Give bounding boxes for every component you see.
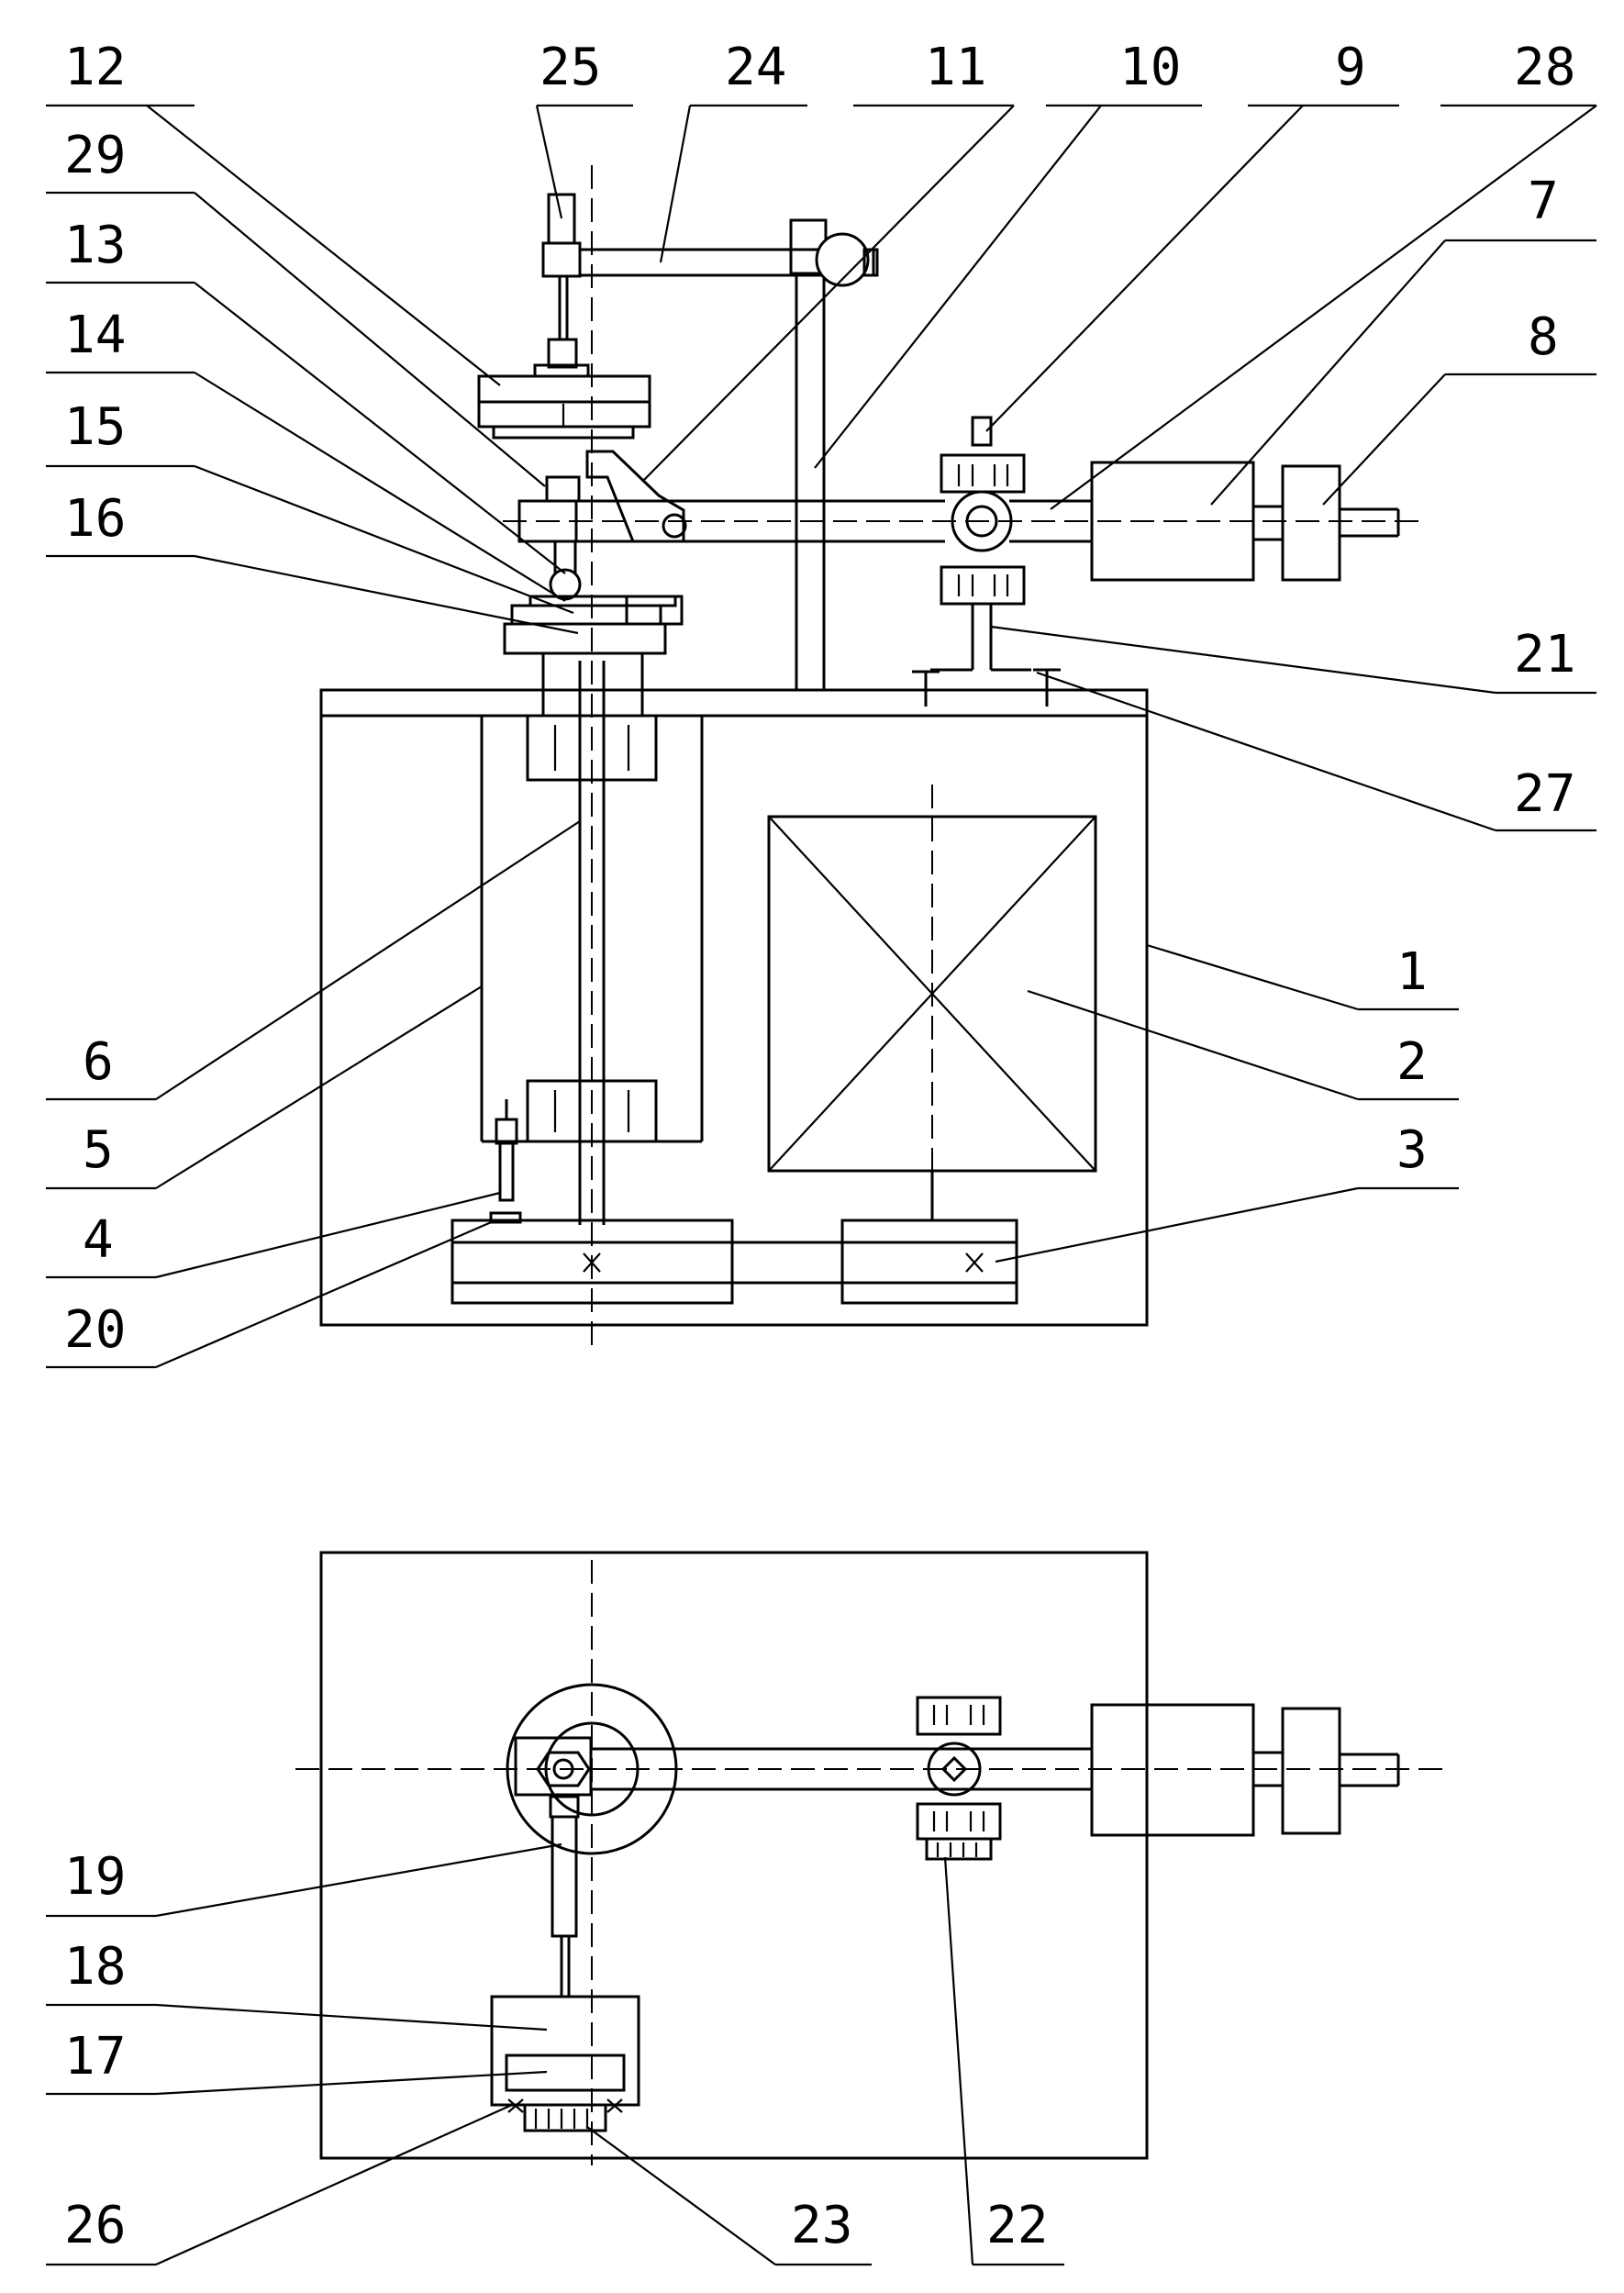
label-1: 1 [1396, 942, 1428, 1002]
shaft-boss [503, 595, 684, 718]
label-29: 29 [64, 126, 126, 185]
label-3: 3 [1396, 1120, 1428, 1180]
probe-assembly [490, 1795, 640, 2132]
callout-labels: 12 25 24 11 10 9 28 29 7 13 14 8 15 16 2… [64, 38, 1575, 2255]
ball-contact [549, 541, 582, 601]
label-21: 21 [1514, 625, 1575, 685]
disc [477, 363, 651, 503]
label-17: 17 [64, 2027, 126, 2087]
support-post [789, 218, 879, 690]
label-25: 25 [539, 38, 601, 97]
label-16: 16 [64, 489, 126, 549]
label-24: 24 [725, 38, 786, 97]
label-18: 18 [64, 1937, 126, 1997]
label-11: 11 [925, 38, 986, 97]
label-27: 27 [1514, 764, 1575, 824]
label-22: 22 [986, 2196, 1048, 2255]
gauge-rod [547, 193, 578, 369]
label-5: 5 [83, 1120, 114, 1180]
label-12: 12 [64, 38, 126, 97]
label-26: 26 [64, 2196, 126, 2255]
upper-arm [541, 241, 791, 278]
belt-drive [450, 1219, 1018, 1305]
label-9: 9 [1335, 38, 1366, 97]
turntable [506, 1683, 1092, 1855]
label-28: 28 [1514, 38, 1575, 97]
side-view [319, 165, 1422, 1349]
label-10: 10 [1119, 38, 1181, 97]
top-bearing-block [916, 1696, 1002, 1861]
motor [767, 785, 1097, 1220]
horizontal-arm [503, 499, 1422, 543]
label-13: 13 [64, 216, 126, 275]
lever-arm [585, 450, 687, 543]
label-23: 23 [791, 2196, 852, 2255]
label-20: 20 [64, 1300, 126, 1360]
vertical-shaft [578, 165, 606, 1349]
label-19: 19 [64, 1847, 126, 1907]
housing [319, 688, 1149, 1327]
top-drive-block [1090, 1703, 1400, 1837]
label-4: 4 [83, 1210, 114, 1270]
label-8: 8 [1528, 307, 1559, 367]
label-6: 6 [83, 1032, 114, 1092]
bearing-block [940, 416, 1092, 606]
label-2: 2 [1396, 1032, 1428, 1092]
label-7: 7 [1528, 172, 1559, 231]
stop-screw [489, 1099, 522, 1224]
drive-block [1090, 461, 1400, 582]
label-14: 14 [64, 306, 126, 365]
leader-lines [46, 104, 1597, 2266]
top-view [295, 1551, 1450, 2165]
label-15: 15 [64, 397, 126, 457]
